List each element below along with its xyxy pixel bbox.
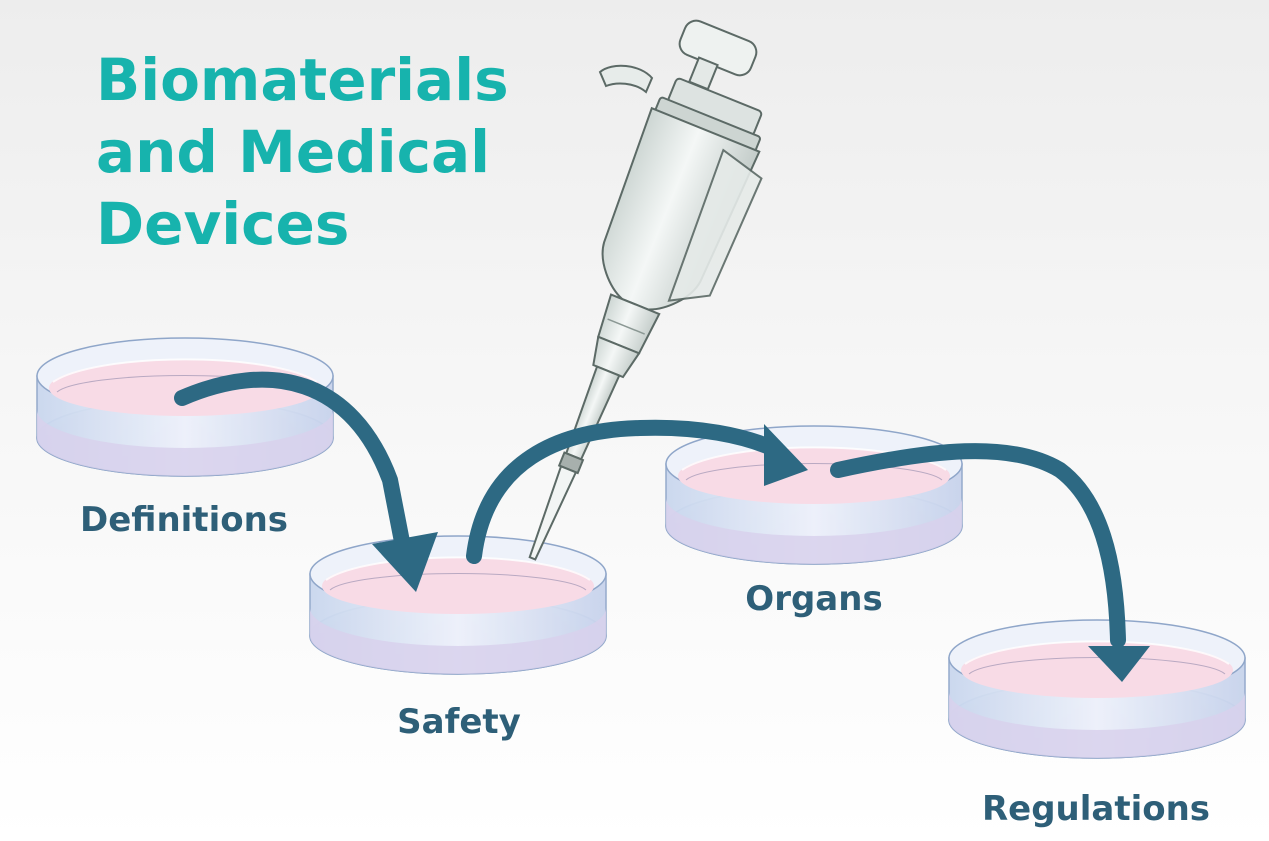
petri-dish-icon — [36, 337, 334, 477]
diagram-title: Biomaterials and Medical Devices — [96, 46, 509, 258]
curved-arrow-icon — [466, 419, 808, 564]
curved-arrow-icon — [174, 371, 438, 592]
step-label-safety: Safety — [397, 702, 521, 742]
petri-dish-icon — [665, 425, 963, 565]
title-line-2: and Medical — [96, 118, 490, 186]
title-line-3: Devices — [96, 190, 349, 258]
step-label-regulations: Regulations — [982, 789, 1210, 829]
step-label-organs: Organs — [745, 579, 882, 619]
curved-arrow-icon — [830, 443, 1150, 682]
flow-arrows — [174, 371, 1150, 682]
petri-dish-icon — [948, 619, 1246, 759]
title-line-1: Biomaterials — [96, 46, 509, 114]
step-labels: Definitions Safety Organs Regulations — [80, 500, 1210, 829]
petri-dish-icon — [309, 535, 607, 675]
step-label-definitions: Definitions — [80, 500, 288, 540]
pipette-icon — [528, 19, 763, 561]
